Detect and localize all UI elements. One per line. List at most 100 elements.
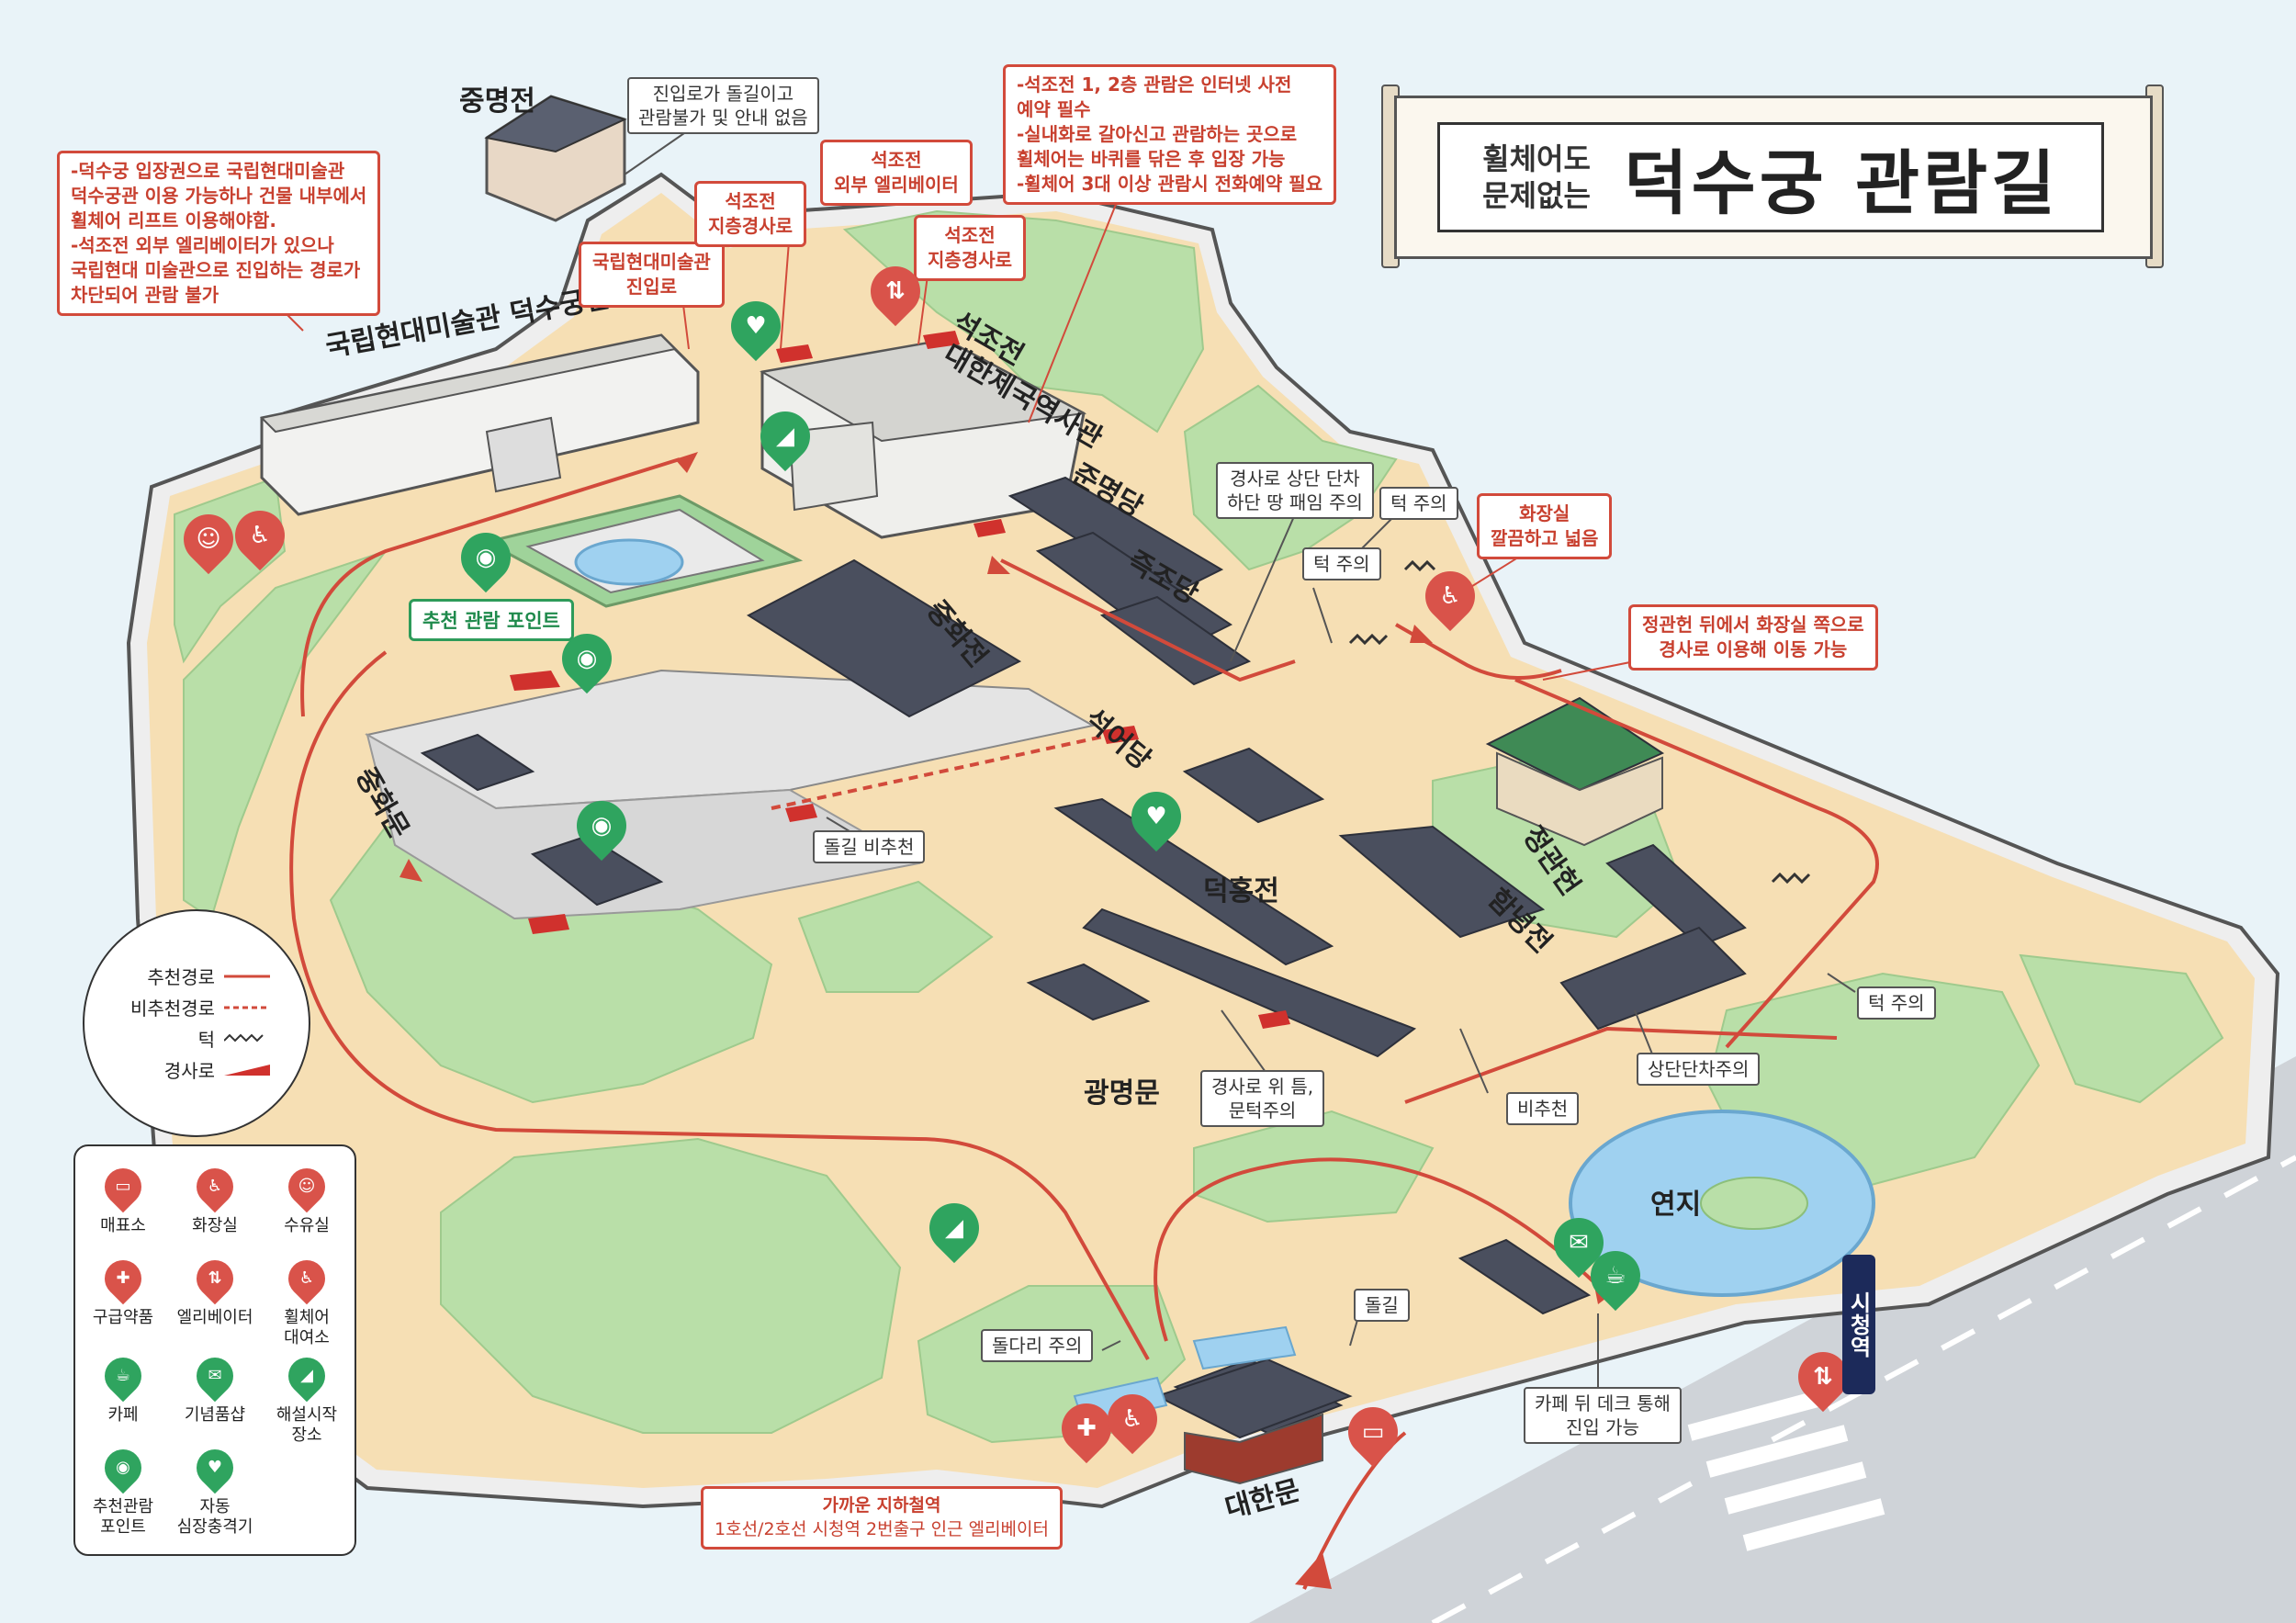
red-note-jeonggwanheon: 정관헌 뒤에서 화장실 쪽으로 경사로 이용해 이동 가능: [1628, 604, 1878, 671]
legend-nursing: ☺수유실: [261, 1160, 353, 1236]
note-stone-path-nonrec: 돌길 비추천: [813, 830, 926, 863]
gate-moat-2: [1192, 1325, 1297, 1370]
legend-icon-label: 해설시작 장소: [276, 1405, 338, 1445]
red-note-line: 석조전: [871, 149, 922, 171]
legend-aed: ♥자동 심장충격기: [169, 1441, 261, 1537]
souvenir-shop-icon: ✉: [188, 1349, 242, 1403]
note-line: 경사로 위 틈,: [1211, 1076, 1314, 1098]
ramp-icon: [224, 1064, 270, 1076]
nursing-room-icon[interactable]: ☺: [173, 503, 244, 575]
subway-station-sign[interactable]: 시청역: [1842, 1255, 1875, 1394]
legend-toilet: ♿ 화장실: [169, 1160, 261, 1236]
red-note-seok-elevator: 석조전 외부 엘리베이터: [820, 140, 973, 206]
red-note-line: 외부 엘리베이터: [834, 174, 959, 196]
viewpoint-icon[interactable]: ◉: [450, 522, 522, 593]
cafe-icon: ☕: [96, 1349, 150, 1403]
aed-icon[interactable]: ♥: [1120, 781, 1192, 852]
zigzag-icon: [224, 1033, 264, 1042]
wheelchair-rental-icon[interactable]: ♿: [1097, 1383, 1168, 1455]
wheelchair-rental-icon: ♿: [280, 1252, 333, 1305]
red-note-toilet: 화장실 깔끔하고 넓음: [1477, 493, 1613, 559]
legend-icon-label: 화장실: [192, 1216, 238, 1235]
red-note-line: 휠체어 리프트 이용해야함.: [71, 209, 276, 231]
toilet-icon[interactable]: ♿: [224, 500, 296, 571]
route-legend: 추천경로 비추천경로 턱 경사로: [83, 909, 310, 1137]
toilet-icon[interactable]: ♿: [1414, 560, 1486, 632]
daehanmun-gate: [1154, 1358, 1353, 1485]
legend-bump: 턱: [112, 1025, 270, 1052]
note-stone-bridge: 돌다리 주의: [981, 1329, 1094, 1362]
legend-souvenir: ✉기념품샵: [169, 1349, 261, 1426]
red-note-line: -휠체어 3대 이상 관람시 전화예약 필요: [1017, 173, 1323, 195]
red-note-line: 진입로: [625, 276, 677, 298]
jongmyeongjeon-building: [484, 95, 627, 222]
cafe-icon[interactable]: ☕: [1580, 1240, 1651, 1312]
red-note-line: -덕수궁 입장권으로 국립현대미술관: [71, 160, 345, 182]
legend-ticket: ▭매표소: [77, 1160, 169, 1236]
jeonggwanheon-building: [1485, 696, 1665, 847]
red-note-line: 지층경사로: [928, 249, 1012, 271]
note-bump-3: 턱 주의: [1857, 986, 1936, 1020]
viewpoint-icon[interactable]: ◉: [551, 623, 623, 694]
legend-icon-label: 구급약품: [92, 1308, 154, 1327]
red-note-line: 1호선/2호선 시청역 2번출구 인근 엘리베이터: [715, 1518, 1049, 1539]
note-line: 문턱주의: [1228, 1099, 1297, 1121]
icon-legend: ▭매표소 ♿ 화장실 ☺수유실 ✚ 구급약품 ⇅ 엘리베이터 ♿휠체어 대여소 ☕카페…: [73, 1144, 356, 1556]
red-note-line: -실내화로 갈아신고 관람하는 곳으로: [1017, 123, 1298, 145]
red-note-line: 덕수궁관 이용 가능하나 건물 내부에서: [71, 185, 367, 207]
elevator-icon: ⇅: [188, 1252, 242, 1305]
legend-icon-label: 엘리베이터: [176, 1308, 253, 1327]
legend-icon-label: 매표소: [100, 1216, 146, 1235]
ramps: [510, 331, 1290, 1029]
legend-elevator: ⇅ 엘리베이터: [169, 1252, 261, 1328]
bump-markers: [1348, 559, 1811, 885]
red-note-line: 국립현대미술관: [592, 251, 711, 273]
label-deokhongjeon[interactable]: 덕홍전: [1203, 875, 1279, 907]
legend-wheelchair: ♿휠체어 대여소: [261, 1252, 353, 1347]
title-sub-line2: 문제없는: [1482, 178, 1591, 213]
mmca-building: [259, 333, 700, 516]
label-gwangmyeongmun[interactable]: 광명문: [1084, 1077, 1160, 1110]
legend-icon-label: 카페: [107, 1405, 139, 1425]
red-note-seok-slope-1: 석조전 지층경사로: [694, 181, 806, 247]
guide-start-icon[interactable]: ◢: [918, 1192, 990, 1264]
legend-guide-start: ◢해설시작 장소: [261, 1349, 353, 1445]
first-aid-icon: ✚: [96, 1252, 150, 1305]
red-note-mmca-info: -덕수궁 입장권으로 국립현대미술관 덕수궁관 이용 가능하나 건물 내부에서 …: [57, 151, 381, 316]
green-note-rec-point: 추천 관람 포인트: [409, 599, 574, 641]
legend-first-aid: ✚ 구급약품: [77, 1252, 169, 1328]
aed-icon[interactable]: ♥: [720, 290, 792, 362]
note-slope-top: 경사로 상단 단차 하단 땅 패임 주의: [1216, 462, 1374, 519]
label-yeonji[interactable]: 연지: [1650, 1189, 1702, 1221]
red-note-line: 깔끔하고 넓음: [1491, 527, 1599, 549]
red-note-line: 석조전: [944, 224, 996, 246]
red-note-mmca-entry: 국립현대미술관 진입로: [579, 242, 725, 308]
ticket-icon[interactable]: ▭: [1337, 1396, 1409, 1468]
red-note-line: 화장실: [1519, 502, 1570, 524]
red-note-line: 정관헌 뒤에서 화장실 쪽으로: [1642, 614, 1864, 636]
legend-ramp: 경사로: [112, 1056, 270, 1083]
note-top-step: 상단단차주의: [1637, 1053, 1761, 1086]
label-jongmyeongjeon[interactable]: 중명전: [459, 85, 535, 118]
road-edge: [1431, 1155, 2296, 1623]
viewpoint-icon[interactable]: ◉: [566, 790, 637, 862]
legend-route-label: 경사로: [163, 1060, 215, 1082]
title-scroll: 휠체어도 문제없는 덕수궁 관람길: [1394, 96, 2153, 259]
toilet-icon: ♿: [188, 1160, 242, 1213]
note-jongmyeong-access: 진입로가 돌길이고 관람불가 및 안내 없음: [627, 77, 819, 134]
elevator-icon[interactable]: ⇅: [860, 255, 931, 327]
title-sub-line1: 휠체어도: [1482, 141, 1591, 176]
legend-viewpoint: ◉추천관람 포인트: [77, 1441, 169, 1537]
subway-station-label: 시청역: [1845, 1291, 1872, 1358]
note-bump-2: 턱 주의: [1302, 547, 1381, 580]
red-note-line: 예약 필수: [1017, 98, 1091, 120]
note-line: 관람불가 및 안내 없음: [638, 107, 808, 129]
guide-start-icon[interactable]: ◢: [749, 400, 821, 472]
red-note-line: 석조전: [725, 190, 776, 212]
legend-icon-label: 수유실: [284, 1216, 330, 1235]
title-subtitle: 휠체어도 문제없는: [1482, 141, 1591, 214]
red-note-subway: 가까운 지하철역 1호선/2호선 시청역 2번출구 인근 엘리베이터: [701, 1486, 1063, 1550]
note-line: 하단 땅 패임 주의: [1227, 491, 1363, 513]
crosswalk: [1687, 1388, 1885, 1551]
legend-route-label: 비추천경로: [130, 997, 215, 1020]
